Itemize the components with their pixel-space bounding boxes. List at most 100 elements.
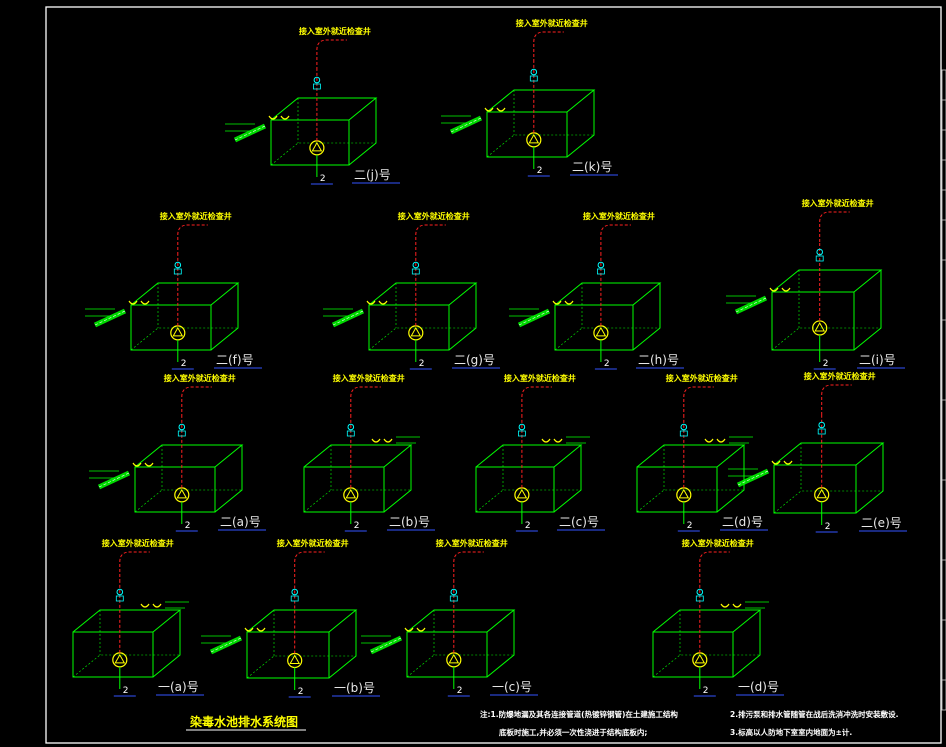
discharge-pipe: [119, 551, 150, 582]
discharge-pipe: [533, 31, 564, 62]
connect-manhole-label: 接入室外就近检查井: [333, 373, 405, 383]
tank-box: [130, 282, 240, 351]
tank-box: [303, 444, 413, 513]
valve-icon: [115, 588, 124, 602]
pipe-number: 2: [298, 687, 304, 697]
pump-icon: [814, 487, 830, 503]
floor-drain-icon: [704, 436, 753, 444]
valve-icon: [815, 248, 824, 262]
floor-drain-icon: [726, 287, 791, 315]
unit-label: 二(c)号: [559, 515, 599, 529]
valve-icon: [695, 588, 704, 602]
pump-icon: [593, 325, 609, 341]
valve-icon: [518, 423, 526, 437]
title-block-strip: [940, 7, 946, 743]
pump-icon: [287, 652, 303, 669]
floor-drain-icon: [371, 436, 420, 444]
tank-box: [771, 269, 883, 351]
pipe-number: 2: [703, 686, 709, 696]
tank-box: [636, 444, 746, 513]
valve-icon: [346, 423, 355, 437]
tank-box: [72, 609, 182, 678]
floor-drain-icon: [323, 300, 388, 328]
tank-box: [246, 609, 358, 679]
valve-icon: [449, 588, 458, 602]
floor-drain-icon: [541, 436, 590, 444]
connect-manhole-label: 接入室外就近检查井: [164, 373, 236, 383]
unit-label: 一(d)号: [738, 680, 779, 694]
pipe-number: 2: [604, 359, 610, 369]
discharge-pipe: [453, 551, 484, 582]
floor-drain-icon: [441, 107, 506, 135]
valve-icon: [679, 423, 688, 437]
pipe-number: 2: [181, 359, 187, 369]
pump-icon: [174, 487, 190, 503]
discharge-pipe: [415, 224, 446, 255]
floor-drain-icon: [225, 115, 290, 143]
pipe-number: 2: [687, 521, 693, 531]
connect-manhole-label: 接入室外就近检查井: [682, 538, 754, 548]
floor-drain-icon: [361, 627, 426, 655]
pipe-number: 2: [457, 686, 463, 696]
connect-manhole-label: 接入室外就近检查井: [160, 211, 232, 221]
unit-label: 二(g)号: [454, 353, 495, 367]
pipe-number: 2: [525, 521, 531, 531]
unit-label: 一(a)号: [158, 680, 199, 694]
pump-icon: [514, 487, 530, 503]
discharge-pipe: [521, 386, 552, 417]
floor-drain-icon: [89, 462, 154, 490]
connect-manhole-label: 接入室外就近检查井: [804, 371, 876, 381]
discharge-pipe: [350, 386, 381, 417]
unit-label: 二(a)号: [220, 515, 261, 529]
tank-box: [475, 444, 583, 513]
tank-box: [773, 442, 885, 514]
connect-manhole-label: 接入室外就近检查井: [277, 538, 349, 548]
discharge-pipe: [316, 39, 347, 70]
pipe-number: 2: [185, 521, 191, 531]
tank-box: [270, 97, 378, 166]
connect-manhole-label: 接入室外就近检查井: [299, 26, 371, 36]
floor-drain-icon: [728, 460, 793, 488]
discharge-pipe: [294, 551, 325, 582]
valve-icon: [312, 76, 321, 90]
unit-label: 二(f)号: [216, 353, 254, 367]
floor-drain-icon: [720, 601, 769, 609]
unit-label: 一(c)号: [492, 680, 532, 694]
floor-drain-icon: [201, 627, 266, 655]
unit-label: 二(j)号: [354, 168, 391, 182]
unit-label: 二(e)号: [861, 516, 902, 530]
note-2: 2.排污泵和排水管随管在战后洗消冲洗时安装敷设.: [730, 709, 899, 719]
discharge-pipe: [683, 386, 714, 417]
pump-icon: [112, 652, 128, 668]
unit-label: 二(d)号: [722, 515, 763, 529]
pump-icon: [343, 487, 359, 503]
note-1-line-2: 底板时施工,并必须一次性浇进于结构底板内;: [499, 727, 647, 737]
valve-icon: [173, 261, 182, 275]
valve-icon: [411, 261, 420, 275]
pump-icon: [526, 132, 542, 148]
tank-box: [554, 282, 662, 351]
valve-icon: [597, 261, 605, 275]
pump-icon: [408, 325, 424, 341]
note-1-line-1: 注:1.防爆地漏及其各连接管道(热镀锌钢管)在土建施工结构: [480, 709, 678, 719]
floor-drain-icon: [140, 601, 189, 609]
pump-icon: [309, 140, 325, 156]
discharge-pipe: [821, 384, 852, 415]
pipe-number: 2: [823, 359, 829, 369]
pump-icon: [446, 652, 462, 668]
unit-label: 二(i)号: [859, 353, 896, 367]
pump-icon: [170, 325, 186, 341]
unit-label: 一(b)号: [334, 681, 375, 695]
pipe-number: 2: [825, 522, 831, 532]
